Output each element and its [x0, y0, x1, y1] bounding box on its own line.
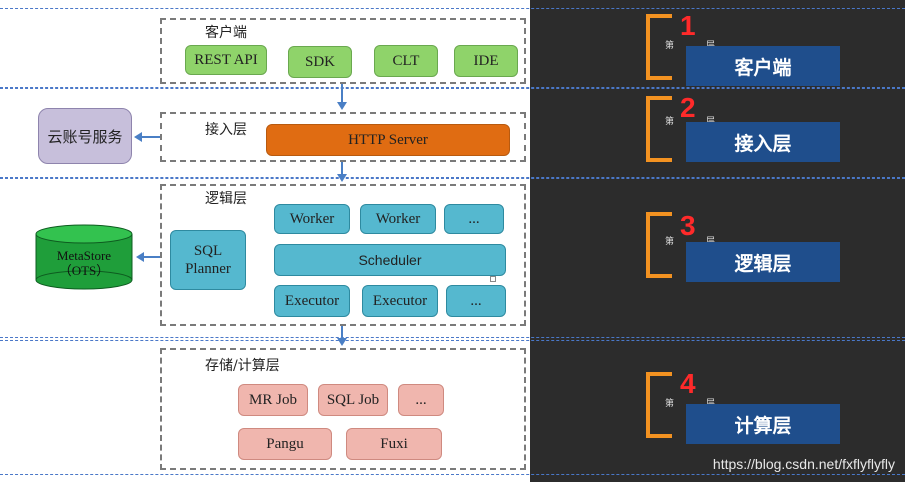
layer-2-number: 2: [680, 92, 696, 123]
pangu-box: Pangu: [238, 428, 332, 460]
layer-3-number: 3: [680, 210, 696, 241]
layer-3-bracket: [646, 212, 672, 278]
layer-1-bracket: [646, 14, 672, 80]
ide-box: IDE: [454, 45, 518, 77]
executor-2-label: Executor: [372, 292, 428, 309]
band-client: [0, 8, 905, 88]
layer-4-tag-label: 计算层: [734, 414, 792, 437]
worker-2-label: Worker: [375, 210, 421, 227]
http-server-label: HTTP Server: [348, 131, 428, 148]
mr-job-label: MR Job: [249, 391, 297, 408]
storage-more-box: ...: [398, 384, 444, 416]
layer-2-tag: 接入层: [686, 122, 840, 162]
arrow-client-to-access: [341, 84, 343, 104]
storage-group-title: 存储/计算层: [205, 358, 280, 374]
executor-1-label: Executor: [284, 292, 340, 309]
layer-4-bracket: [646, 372, 672, 438]
layer-3-tag: 逻辑层: [686, 242, 840, 282]
sql-job-box: SQL Job: [318, 384, 388, 416]
layer-2-tag-label: 接入层: [734, 132, 792, 155]
cloud-account-service-label: 云账号服务: [47, 127, 123, 146]
sql-planner-box: SQL Planner: [170, 230, 246, 290]
metastore-label: MetaStore （OTS）: [56, 248, 112, 278]
layer-3-di: 第: [665, 237, 675, 247]
layer-2-di: 第: [665, 117, 675, 127]
layer-4-di: 第: [665, 399, 675, 409]
storage-more-label: ...: [415, 391, 427, 408]
band-access: [0, 88, 905, 178]
arrow-client-to-access-head: [337, 102, 347, 110]
mr-job-box: MR Job: [238, 384, 308, 416]
layer-4-number: 4: [680, 368, 696, 399]
access-group-title: 接入层: [205, 122, 247, 138]
layer-1-tag: 客户端: [686, 46, 840, 86]
executor-more-box: ...: [446, 285, 506, 317]
rest-api-label: REST API: [194, 51, 258, 68]
layer-1-tag-label: 客户端: [734, 56, 792, 79]
metastore-cylinder: [35, 224, 133, 290]
worker-1-label: Worker: [289, 210, 335, 227]
arrow-access-to-cloud: [142, 136, 160, 138]
resize-handle-icon: [490, 276, 496, 282]
layer-2-bracket: [646, 96, 672, 162]
scheduler-box: Scheduler: [274, 244, 506, 276]
sql-job-label: SQL Job: [326, 391, 380, 408]
worker-2-box: Worker: [360, 204, 436, 234]
layer-1-number: 1: [680, 10, 696, 41]
logic-group: [160, 184, 526, 326]
arrow-planner-to-metastore-head: [136, 252, 144, 262]
worker-1-box: Worker: [274, 204, 350, 234]
executor-2-box: Executor: [362, 285, 438, 317]
arrow-access-to-logic-head: [337, 174, 347, 182]
scheduler-label: Scheduler: [358, 252, 422, 268]
layer-1-di: 第: [665, 41, 675, 51]
executor-1-box: Executor: [274, 285, 350, 317]
access-group: [160, 112, 526, 162]
sdk-label: SDK: [304, 53, 335, 70]
arrow-planner-to-metastore: [144, 256, 160, 258]
arrow-access-to-cloud-head: [134, 132, 142, 142]
pangu-label: Pangu: [266, 435, 304, 452]
clt-box: CLT: [374, 45, 438, 77]
logic-group-title: 逻辑层: [205, 191, 247, 207]
http-server-box: HTTP Server: [266, 124, 510, 156]
ide-label: IDE: [473, 52, 499, 69]
worker-more-box: ...: [444, 204, 504, 234]
arrow-logic-to-storage-head: [337, 338, 347, 346]
cloud-account-service-box: 云账号服务: [38, 108, 132, 164]
client-group: [160, 18, 526, 84]
sql-planner-label: SQL Planner: [185, 243, 231, 277]
executor-more-label: ...: [470, 292, 482, 309]
band-storage: [0, 340, 905, 475]
rest-api-box: REST API: [185, 45, 267, 75]
storage-group: [160, 348, 526, 470]
arrow-logic-to-storage: [341, 326, 343, 340]
fuxi-box: Fuxi: [346, 428, 442, 460]
worker-more-label: ...: [468, 210, 480, 227]
client-group-title: 客户端: [205, 25, 247, 41]
arrow-access-to-logic: [341, 162, 343, 176]
layer-4-tag: 计算层: [686, 404, 840, 444]
clt-label: CLT: [392, 52, 420, 69]
band-logic: [0, 178, 905, 338]
sdk-box: SDK: [288, 46, 352, 78]
fuxi-label: Fuxi: [380, 435, 408, 452]
watermark-url: https://blog.csdn.net/fxflyflyfly: [712, 456, 895, 472]
layer-3-tag-label: 逻辑层: [734, 252, 792, 275]
